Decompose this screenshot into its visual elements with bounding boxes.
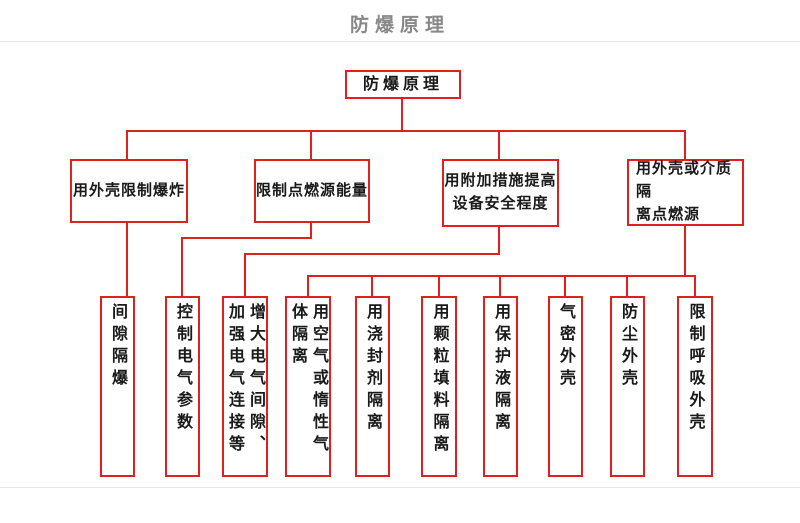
leaf-label: 用空气或惰性气 体隔离 — [289, 303, 327, 457]
branch-node-limit-explosion-with-enclosure: 用外壳限制爆炸 — [70, 159, 188, 223]
branch-node-additional-safety-measures: 用附加措施提高 设备安全程度 — [442, 159, 559, 227]
leaf-label: 限制呼吸外壳 — [686, 303, 704, 435]
connector-branch2-elbow-across — [181, 237, 312, 239]
root-node: 防爆原理 — [345, 70, 461, 99]
connector-drop-leaf-7 — [499, 275, 501, 298]
figure-caption: 防爆原理 — [349, 15, 450, 36]
leaf-label: 间隙隔爆 — [109, 303, 126, 391]
connector-drop-branch-3 — [498, 130, 500, 160]
leaf-label: 控制电气参数 — [174, 303, 191, 435]
leaf-node-protective-liquid-isolation: 用保护液隔离 — [483, 296, 518, 477]
connector-root-drop — [401, 97, 403, 132]
connector-branch2-leaf2 — [181, 237, 183, 298]
connector-drop-leaf-6 — [438, 275, 440, 298]
top-divider — [0, 41, 800, 42]
connector-bottom-bus — [307, 275, 696, 277]
connector-branch2-elbow-down — [310, 222, 312, 239]
connector-branch3-elbow-down — [498, 226, 500, 255]
connector-drop-leaf-9 — [626, 275, 628, 298]
connector-drop-leaf-8 — [564, 275, 566, 298]
leaf-node-restricted-breathing-enclosure: 限制呼吸外壳 — [677, 296, 713, 477]
connector-drop-leaf-10 — [694, 275, 696, 298]
connector-drop-branch-4 — [684, 130, 686, 160]
branch-node-limit-ignition-energy: 限制点燃源能量 — [254, 159, 370, 223]
leaf-label: 防尘外壳 — [619, 303, 636, 391]
branch-node-isolate-ignition-source: 用外壳或介质隔 离点燃源 — [627, 159, 744, 226]
leaf-node-control-electrical-parameters: 控制电气参数 — [165, 296, 200, 477]
connector-drop-leaf-4 — [307, 275, 309, 298]
connector-top-bus — [126, 130, 686, 132]
connector-branch1-leaf1 — [126, 222, 128, 298]
connector-drop-branch-1 — [126, 130, 128, 160]
connector-branch3-elbow-across — [244, 253, 500, 255]
leaf-node-granular-filler-isolation: 用颗粒填料隔离 — [421, 296, 457, 477]
leaf-node-dustproof-enclosure: 防尘外壳 — [610, 296, 645, 477]
leaf-label: 用浇封剂隔离 — [364, 303, 381, 435]
connector-branch3-leaf3 — [244, 253, 246, 298]
leaf-label: 用保护液隔离 — [492, 303, 509, 435]
leaf-node-gap-flameproof: 间隙隔爆 — [100, 296, 135, 477]
leaf-label: 增大电气间隙、 加强电气连接等 — [226, 303, 264, 457]
bottom-divider — [0, 487, 800, 488]
leaf-node-air-or-inert-gas-isolation: 用空气或惰性气 体隔离 — [285, 296, 331, 477]
leaf-label: 用颗粒填料隔离 — [430, 303, 448, 457]
connector-drop-branch-2 — [310, 130, 312, 160]
connector-drop-leaf-5 — [371, 275, 373, 298]
leaf-node-increase-clearance-strengthen-connections: 增大电气间隙、 加强电气连接等 — [222, 296, 268, 477]
leaf-node-airtight-enclosure: 气密外壳 — [548, 296, 583, 477]
leaf-node-encapsulant-isolation: 用浇封剂隔离 — [355, 296, 390, 477]
connector-branch4-feed — [684, 225, 686, 277]
leaf-label: 气密外壳 — [557, 303, 574, 391]
